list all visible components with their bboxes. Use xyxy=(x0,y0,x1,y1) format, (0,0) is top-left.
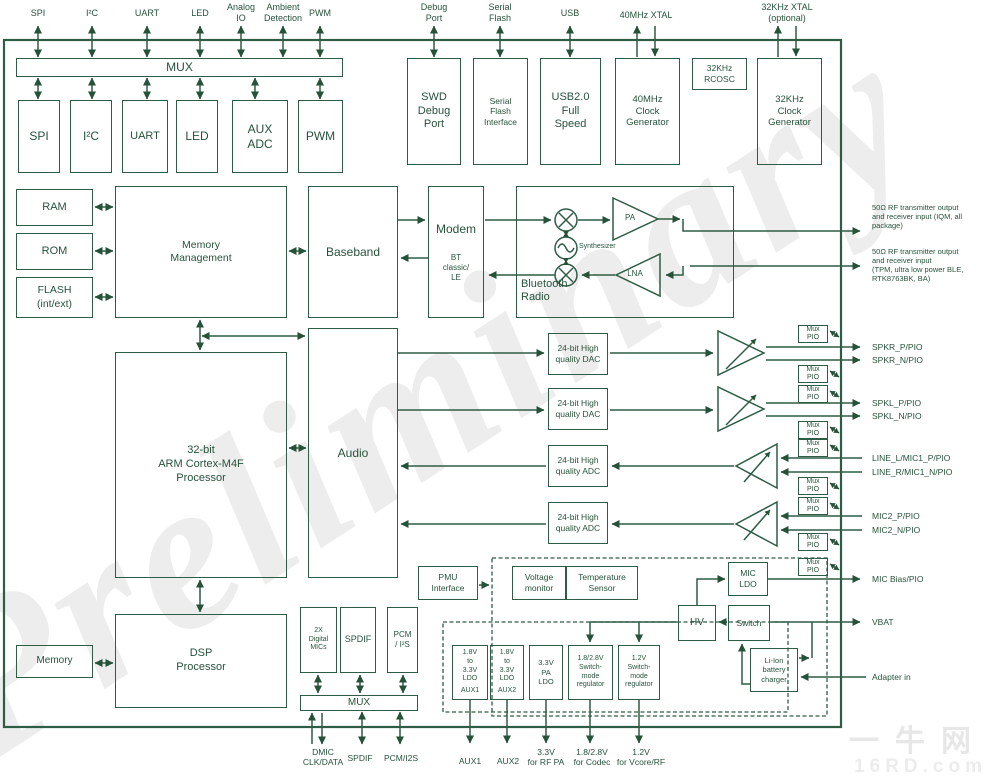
block-baseband: Baseband xyxy=(308,186,398,318)
pin-ambient-detection: Ambient Detection xyxy=(263,2,303,23)
block-pmu-interface: PMU Interface xyxy=(418,566,478,600)
modem-title: Modem xyxy=(435,221,476,236)
block-dac-2: 24-bit High quality DAC xyxy=(548,388,608,430)
pin-vbat: VBAT xyxy=(872,617,894,627)
block-rom: ROM xyxy=(16,233,93,270)
block-spdif: SPDIF xyxy=(340,607,376,673)
block-mic-ldo: MIC LDO xyxy=(728,562,768,596)
pin-serial-flash: Serial Flash xyxy=(488,2,512,23)
pin-mic2-p: MIC2_P/PIO xyxy=(872,511,920,521)
pin-aux1: AUX1 xyxy=(458,756,482,766)
pa-label: PA xyxy=(624,213,636,222)
pin-rf-tpm: 50Ω RF transmitter output and receiver i… xyxy=(872,247,964,284)
block-modem: Modem BT classic/ LE xyxy=(428,186,484,318)
pin-1v2-vcore-rf: 1.2V for Vcore/RF xyxy=(616,747,666,768)
block-hv: HV xyxy=(678,605,716,641)
pin-pwm: PWM xyxy=(309,8,331,18)
pin-mic-bias: MIC Bias/PIO xyxy=(872,574,924,584)
pin-aux2: AUX2 xyxy=(496,756,520,766)
pin-spkl-p: SPKL_P/PIO xyxy=(872,398,922,408)
block-switch: Switch xyxy=(728,605,770,641)
pin-spkl-n: SPKL_N/PIO xyxy=(872,411,922,421)
pin-spkr-n: SPKR_N/PIO xyxy=(872,355,924,365)
ldo-aux1-tag: AUX1 xyxy=(460,687,480,695)
pin-adapter-in: Adapter in xyxy=(872,672,911,682)
block-dsp-processor: DSP Processor xyxy=(115,614,287,708)
block-memory-management: Memory Management xyxy=(115,186,287,318)
pin-pcm-i2s-out: PCM/I2S xyxy=(383,753,418,763)
block-switch-mode-regulator-2: 1.2V Switch- mode regulator xyxy=(618,645,660,700)
block-pcm-i2s: PCM / I²S xyxy=(387,607,418,673)
block-bluetooth-radio xyxy=(516,186,734,318)
block-audio: Audio xyxy=(308,328,398,578)
pin-debug-port: Debug Port xyxy=(420,2,448,23)
block-mux-pio-2: Mux PIO xyxy=(798,365,828,383)
pin-spkr-p: SPKR_P/PIO xyxy=(872,342,923,352)
block-32khz-clock-generator: 32KHz Clock Generator xyxy=(757,58,822,165)
pin-led: LED xyxy=(191,8,209,18)
block-mux-top: MUX xyxy=(16,58,343,77)
block-i2c: I²C xyxy=(70,100,112,173)
pin-dmic-clk-data: DMIC CLK/DATA xyxy=(302,747,344,768)
pin-uart: UART xyxy=(134,8,160,18)
block-serial-flash-interface: Serial Flash Interface xyxy=(473,58,528,165)
block-mux-pio-1: Mux PIO xyxy=(798,325,828,343)
modem-subtitle: BT classic/ LE xyxy=(442,252,470,282)
pin-spdif-out: SPDIF xyxy=(347,753,373,763)
block-ldo-aux2: 1.8V to 3.3V LDO AUX2 xyxy=(490,645,524,700)
block-40mhz-clock-generator: 40MHz Clock Generator xyxy=(615,58,680,165)
block-mux-pio-9: Mux PIO xyxy=(798,558,828,576)
ldo-aux2-tag: AUX2 xyxy=(497,687,517,695)
block-mux-pio-5: Mux PIO xyxy=(798,439,828,457)
block-temperature-sensor: Temperature Sensor xyxy=(566,566,638,600)
pin-line-l-mic1-p: LINE_L/MIC1_P/PIO xyxy=(872,453,951,463)
block-ram: RAM xyxy=(16,189,93,226)
block-flash: FLASH (int/ext) xyxy=(16,277,93,318)
synthesizer-label: Synthesizer xyxy=(579,243,616,250)
bluetooth-radio-label: Bluetooth Radio xyxy=(521,278,568,304)
pin-40mhz-xtal: 40MHz XTAL xyxy=(619,10,673,20)
block-li-ion-battery-charger: Li-Ion battery charger xyxy=(750,648,798,692)
pin-i2c: I²C xyxy=(86,8,98,18)
pin-analog-io: Analog IO xyxy=(226,2,256,23)
lna-label: LNA xyxy=(627,269,643,278)
block-pa-ldo: 3.3V PA LDO xyxy=(529,645,563,700)
pin-1v8-2v8-codec: 1.8/2.8V for Codec xyxy=(573,747,611,768)
block-memory: Memory xyxy=(16,645,93,678)
block-mux-pio-6: Mux PIO xyxy=(798,477,828,495)
ldo-aux1-text: 1.8V to 3.3V LDO xyxy=(462,649,478,683)
block-uart: UART xyxy=(122,100,168,173)
block-pwm: PWM xyxy=(298,100,343,173)
block-arm-cortex-m4f: 32-bit ARM Cortex-M4F Processor xyxy=(115,352,287,578)
block-digital-mics: 2X Digital MICs xyxy=(300,607,337,673)
block-led: LED xyxy=(176,100,218,173)
block-switch-mode-regulator-1: 1.8/2.8V Switch- mode regulator xyxy=(568,645,613,700)
pin-line-r-mic1-n: LINE_R/MIC1_N/PIO xyxy=(872,467,953,477)
pin-32khz-xtal: 32KHz XTAL (optional) xyxy=(761,2,813,23)
pin-mic2-n: MIC2_N/PIO xyxy=(872,525,921,535)
block-voltage-monitor: Voltage monitor xyxy=(512,566,566,600)
block-adc-2: 24-bit High quality ADC xyxy=(548,502,608,544)
pin-rf-iqm: 50Ω RF transmitter output and receiver i… xyxy=(872,203,963,231)
block-usb2: USB2.0 Full Speed xyxy=(540,58,601,165)
block-dac-1: 24-bit High quality DAC xyxy=(548,333,608,375)
block-adc-1: 24-bit High quality ADC xyxy=(548,445,608,487)
pin-spi: SPI xyxy=(30,8,46,18)
block-aux-adc: AUX ADC xyxy=(232,100,288,173)
block-ldo-aux1: 1.8V to 3.3V LDO AUX1 xyxy=(452,645,488,700)
block-spi: SPI xyxy=(18,100,60,173)
block-mux-pio-3: Mux PIO xyxy=(798,385,828,403)
ldo-aux2-text: 1.8V to 3.3V LDO xyxy=(499,649,515,683)
block-mux-pio-7: Mux PIO xyxy=(798,497,828,515)
pin-3v3-rf-pa: 3.3V for RF PA xyxy=(527,747,565,768)
block-mux-pio-4: Mux PIO xyxy=(798,421,828,439)
pin-usb: USB xyxy=(560,8,580,18)
block-mux-pio-8: Mux PIO xyxy=(798,533,828,551)
block-swd-debug-port: SWD Debug Port xyxy=(407,58,461,165)
block-mux-bottom: MUX xyxy=(300,695,418,711)
block-32khz-rcosc: 32KHz RCOSC xyxy=(692,58,747,90)
